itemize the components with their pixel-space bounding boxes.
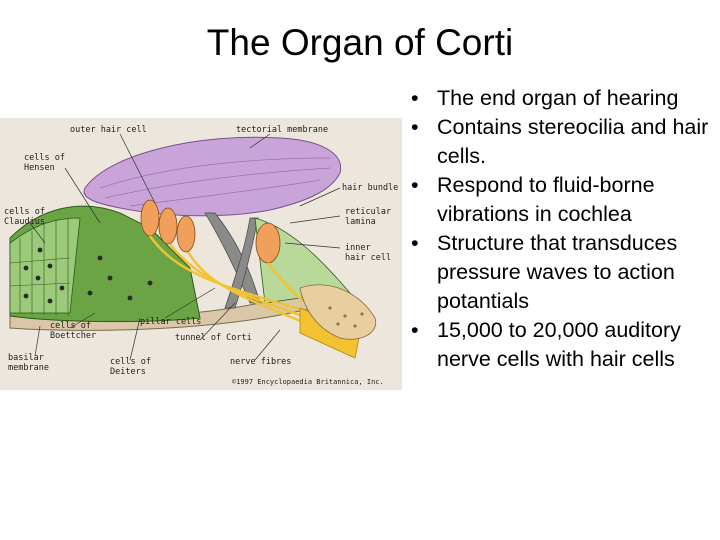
bullet-item: • The end organ of hearing [404, 84, 716, 113]
label-pillar-cells: pillar cells [140, 317, 201, 327]
bullet-list: • The end organ of hearing • Contains ster… [404, 84, 716, 374]
label-tectorial-membrane: tectorial membrane [236, 125, 328, 135]
bullet-marker: • [411, 173, 419, 197]
bullet-text: 15,000 to 20,000 auditory nerve cells wi… [437, 318, 681, 371]
label-tunnel-of-corti: tunnel of Corti [175, 333, 252, 343]
label-outer-hair-cell: outer hair cell [70, 125, 147, 135]
label-cells-of-deiters-2: Deiters [110, 367, 146, 377]
label-reticular-lamina-1: reticular [345, 207, 391, 217]
bullet-text: Contains stereocilia and hair cells. [437, 115, 709, 168]
label-hair-bundle: hair bundle [342, 183, 398, 193]
label-cells-of-boettcher-2: Boettcher [50, 331, 96, 341]
label-reticular-lamina-2: lamina [345, 217, 376, 227]
label-cells-of-claudius-2: Claudius [4, 217, 45, 227]
inner-hair-cell [255, 222, 281, 264]
bullet-item: • Respond to fluid-borne vibrations in co… [404, 171, 716, 229]
organ-of-corti-diagram: outer hair cell tectorial membrane cells… [0, 118, 402, 390]
label-cells-of-claudius-1: cells of [4, 207, 45, 217]
label-cells-of-boettcher-1: cells of [50, 321, 91, 331]
bullet-marker: • [411, 86, 419, 110]
spiral-lamina-bone [299, 284, 377, 340]
label-basilar-membrane-1: basilar [8, 353, 44, 363]
bullet-text: The end organ of hearing [437, 86, 679, 110]
copyright-notice: ©1997 Encyclopaedia Britannica, Inc. [232, 378, 384, 386]
bullet-item: • Structure that transduces pressure wave… [404, 229, 716, 316]
bullet-text: Respond to fluid-borne vibrations in coc… [437, 173, 655, 226]
bullet-item: • 15,000 to 20,000 auditory nerve cells w… [404, 316, 716, 374]
label-nerve-fibres: nerve fibres [230, 357, 291, 367]
label-inner-hair-cell-2: hair cell [345, 253, 391, 263]
bullet-text: Structure that transduces pressure waves… [437, 231, 678, 313]
label-cells-of-deiters-1: cells of [110, 357, 151, 367]
label-inner-hair-cell-1: inner [345, 243, 371, 253]
bullet-item: • Contains stereocilia and hair cells. [404, 113, 716, 171]
label-cells-of-hensen-1: cells of [24, 153, 65, 163]
label-cells-of-hensen-2: Hensen [24, 163, 55, 173]
bullet-marker: • [411, 231, 419, 255]
slide-title: The Organ of Corti [206, 22, 514, 63]
label-basilar-membrane-2: membrane [8, 363, 49, 373]
tectorial-membrane [83, 136, 342, 217]
bullet-marker: • [411, 318, 419, 342]
outer-hair-cells [140, 199, 196, 253]
bullet-marker: • [411, 115, 419, 139]
